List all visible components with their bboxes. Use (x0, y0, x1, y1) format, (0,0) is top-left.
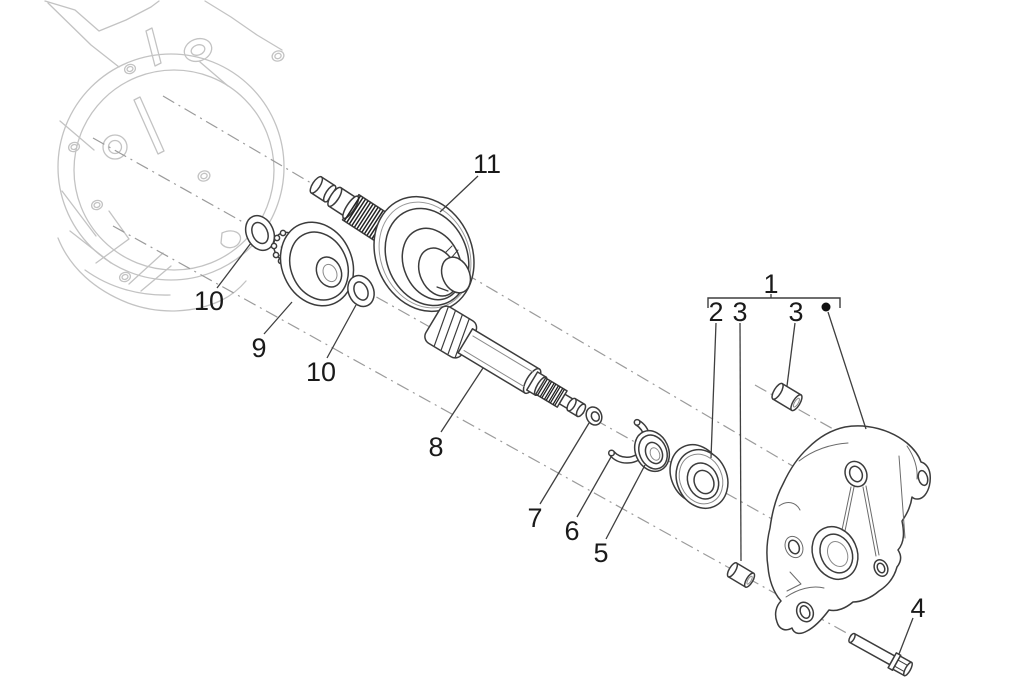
axis-lower-dowel-bolt (112, 225, 853, 637)
callout-label-9-2: 9 (251, 333, 266, 363)
callout-label-8-4: 8 (428, 432, 443, 462)
pulley-disc-11 (373, 195, 475, 313)
ball-bearing-2 (669, 444, 729, 509)
crankcase-half-ghost (44, 0, 285, 312)
washer-10-left (244, 214, 276, 252)
callout-label-10-1: 10 (194, 286, 224, 316)
callout-leader-10 (326, 304, 357, 359)
dowel-pin-3-upper (771, 382, 803, 412)
gearbox-cover-1 (766, 425, 931, 635)
callout-leader-3 (739, 322, 742, 562)
callout-leader-8 (440, 367, 484, 433)
callout-leader-3 (786, 322, 796, 387)
flanged-bolt-4 (848, 632, 913, 677)
callout-label-5-7: 5 (593, 538, 608, 568)
callout-label-4-12: 4 (910, 593, 925, 623)
washer-10-right (347, 274, 375, 308)
cover-dot-leader (827, 311, 867, 430)
callout-leader-2 (710, 322, 717, 459)
cover-dot-marker (821, 302, 831, 312)
spacer-ring-7 (585, 406, 603, 426)
callout-label-3-10: 3 (732, 297, 747, 327)
callout-leader-4 (898, 617, 914, 655)
gear-9 (279, 221, 355, 307)
callout-leader-7 (539, 422, 590, 505)
callout-label-10-3: 10 (306, 357, 336, 387)
callout-label-11-0: 11 (473, 149, 501, 179)
oil-seal-5 (633, 429, 671, 473)
axis-pulley-shaft (162, 95, 843, 496)
pinion-shaft-8 (424, 305, 587, 418)
callout-label-1-8: 1 (763, 269, 778, 299)
callout-label-7-5: 7 (527, 503, 542, 533)
callout-leader-9 (263, 301, 293, 335)
group-bracket-1 (707, 297, 841, 308)
dowel-pin-3-lower (726, 562, 756, 588)
callout-label-6-6: 6 (564, 516, 579, 546)
callout-leader-6 (576, 456, 612, 518)
callout-leader-10 (216, 242, 252, 289)
callout-label-3-11: 3 (788, 297, 803, 327)
callout-label-2-9: 2 (708, 297, 723, 327)
callout-leader-11 (439, 175, 479, 213)
callout-leader-5 (605, 464, 646, 540)
